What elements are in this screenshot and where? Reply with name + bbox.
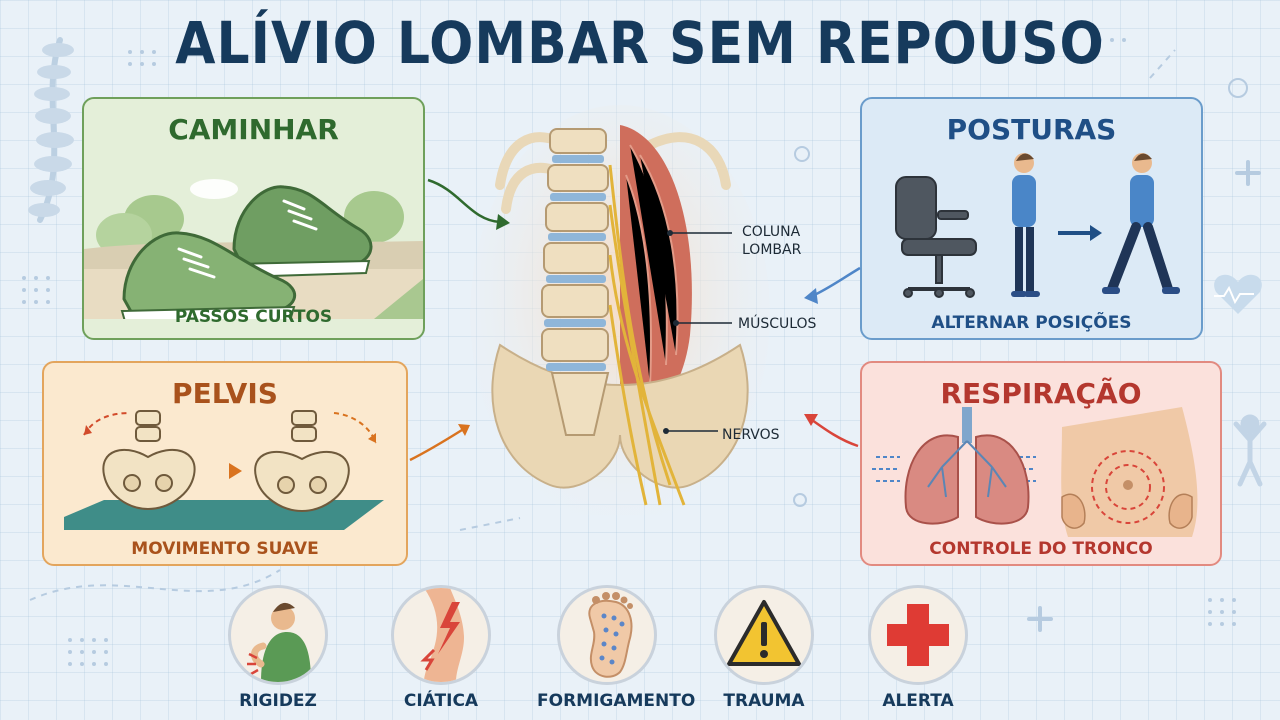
pelvis-title: PELVIS xyxy=(172,377,278,410)
warning-label: TRAUMA xyxy=(723,691,805,711)
postures-caption: ALTERNAR POSIÇÕES xyxy=(931,313,1132,333)
label-muscles: MÚSCULOS xyxy=(738,316,817,332)
pelvis-panel: PELVIS MOVIMENTO SUAVE xyxy=(42,361,408,566)
warning-item-alert: ALERTA xyxy=(848,585,988,711)
label-spine: COLUNA LOMBAR xyxy=(742,224,802,258)
warning-item-rigidity: RIGIDEZ xyxy=(208,585,348,711)
walk-panel: CAMINHAR PASSOS CURTOS xyxy=(82,97,425,340)
page-title: ALÍVIO LOMBAR SEM REPOUSO xyxy=(175,10,1105,78)
breathing-title: RESPIRAÇÃO xyxy=(940,377,1142,410)
postures-illustration xyxy=(895,153,1180,298)
warning-label: ALERTA xyxy=(882,691,954,711)
warning-label: FORMIGAMENTO xyxy=(537,691,696,711)
warning-label: RIGIDEZ xyxy=(239,691,317,711)
sneakers-illustration xyxy=(84,179,423,319)
pelvis-tilt-illustration xyxy=(64,410,384,530)
back-pain-icon xyxy=(228,585,328,685)
walk-title: CAMINHAR xyxy=(168,113,339,146)
pelvis-caption: MOVIMENTO SUAVE xyxy=(131,539,319,559)
warning-label: CIÁTICA xyxy=(403,691,479,711)
label-nerves: NERVOS xyxy=(722,427,780,443)
breathing-panel: RESPIRAÇÃO CONTROLE DO TRONCO xyxy=(860,361,1222,566)
warning-item-tingling: FORMIGAMENTO xyxy=(537,585,696,711)
warning-item-trauma: TRAUMA xyxy=(694,585,834,711)
tingling-foot-icon xyxy=(557,585,657,685)
breathing-illustration xyxy=(872,407,1198,537)
postures-panel: POSTURAS ALTERNAR POSIÇÕES xyxy=(860,97,1203,340)
warning-triangle-icon xyxy=(714,585,814,685)
leg-lightning-icon xyxy=(391,585,491,685)
medical-cross-icon xyxy=(868,585,968,685)
lumbar-anatomy-illustration xyxy=(470,105,770,515)
warning-item-sciatica: CIÁTICA xyxy=(371,585,511,711)
walk-caption: PASSOS CURTOS xyxy=(174,307,333,327)
breathing-caption: CONTROLE DO TRONCO xyxy=(929,539,1153,559)
postures-title: POSTURAS xyxy=(946,113,1117,146)
